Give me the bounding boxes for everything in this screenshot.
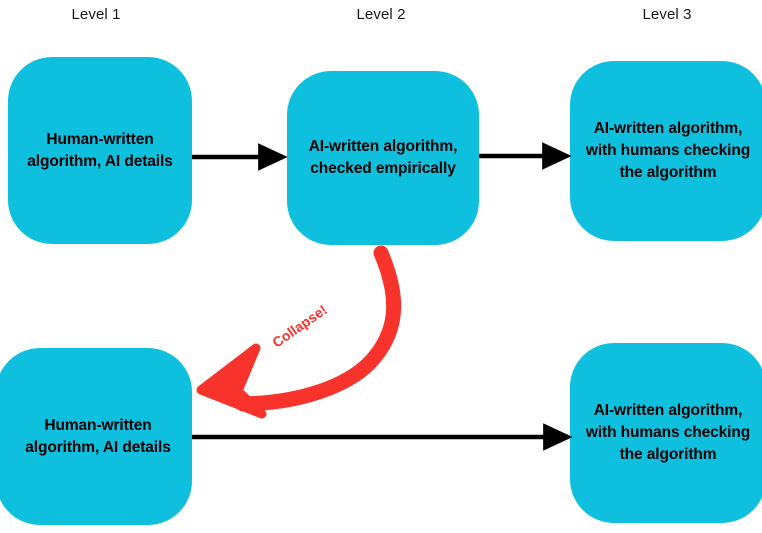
node-bottom-level-3[interactable]: AI-written algorithm, with humans checki… <box>570 343 762 523</box>
node-top-level-1-label: Human-written algorithm, AI details <box>27 130 173 170</box>
node-bottom-level-1[interactable]: Human-written algorithm, AI details <box>0 348 192 525</box>
node-bottom-level-1-label: Human-written algorithm, AI details <box>25 416 171 456</box>
node-bottom-level-3-label: AI-written algorithm, with humans checki… <box>585 402 751 463</box>
column-header-level-3: Level 3 <box>642 6 692 23</box>
node-top-level-3-label: AI-written algorithm, with humans checki… <box>585 120 751 181</box>
node-top-level-2[interactable]: AI-written algorithm, checked empiricall… <box>287 71 479 245</box>
collapse-annotation-label: Collapse! <box>269 301 330 351</box>
column-header-level-2: Level 2 <box>356 6 406 23</box>
node-top-level-3[interactable]: AI-written algorithm, with humans checki… <box>570 61 762 241</box>
node-top-level-1[interactable]: Human-written algorithm, AI details <box>8 57 192 244</box>
node-top-level-2-label: AI-written algorithm, checked empiricall… <box>308 138 458 177</box>
column-header-level-1: Level 1 <box>71 6 121 23</box>
